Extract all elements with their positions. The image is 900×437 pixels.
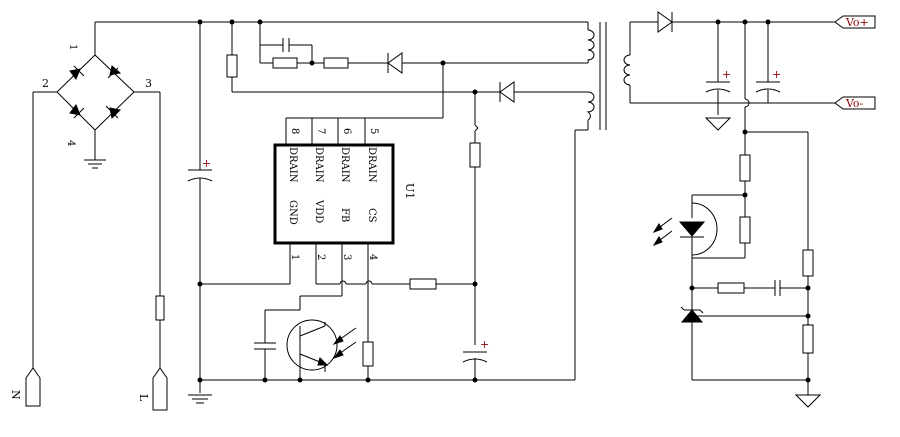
input-line-label: L bbox=[137, 394, 150, 402]
output-positive-connector bbox=[834, 15, 876, 29]
snubber-network bbox=[226, 22, 588, 119]
ic-pin-8-number: 8 bbox=[289, 128, 300, 134]
bridge-pin-1: 1 bbox=[67, 44, 78, 50]
ic-pin-4-number: 4 bbox=[367, 254, 378, 260]
ic-pin-6-name: DRAIN bbox=[339, 147, 350, 183]
secondary-ground-icon bbox=[794, 394, 822, 408]
ic-pin-8-name: DRAIN bbox=[287, 147, 298, 183]
feedback-network bbox=[652, 154, 822, 408]
ic-ref-label: U1 bbox=[403, 183, 416, 199]
out-cap2-polarity: + bbox=[772, 68, 781, 81]
input-neutral-label: N bbox=[9, 390, 22, 400]
ic-pin-1-name: GND bbox=[287, 200, 298, 225]
primary-ground-icon bbox=[188, 394, 212, 404]
bridge-pin-3: 3 bbox=[145, 77, 152, 90]
ic-pin-6-number: 6 bbox=[341, 128, 352, 134]
secondary-output: + + Vo+ Vo- bbox=[630, 11, 876, 250]
ic-u1: 8 7 6 5 DRAIN DRAIN DRAIN DRAIN GND VDD … bbox=[273, 118, 416, 284]
out-cap1-polarity: + bbox=[722, 68, 731, 81]
ic-pin-7-name: DRAIN bbox=[313, 147, 324, 183]
ic-pin-1-number: 1 bbox=[289, 254, 300, 260]
ic-pin-2-number: 2 bbox=[315, 254, 326, 260]
output-negative-connector bbox=[834, 96, 876, 110]
output-negative-label: Vo- bbox=[845, 97, 864, 110]
bulk-capacitor: + bbox=[187, 22, 213, 383]
bridge-ground-icon bbox=[84, 159, 106, 169]
bridge-pin-4: 4 bbox=[65, 140, 76, 146]
ic-pin-3-number: 3 bbox=[341, 254, 352, 260]
output-positive-label: Vo+ bbox=[845, 16, 869, 29]
hv-rail bbox=[95, 19, 588, 25]
ac-input-line: L bbox=[137, 92, 168, 411]
transformer bbox=[575, 22, 835, 131]
ic-pin-7-number: 7 bbox=[315, 128, 326, 134]
optocoupler-receive-arrows-icon bbox=[332, 327, 357, 359]
primary-control-wiring bbox=[200, 278, 475, 380]
ac-input-neutral: N bbox=[9, 92, 41, 407]
bulk-cap-polarity: + bbox=[202, 157, 211, 170]
ic-pin-4-name: CS bbox=[366, 208, 377, 223]
aux-supply: + bbox=[462, 81, 588, 380]
bridge-pin-2: 2 bbox=[42, 77, 49, 90]
ic-pin-3-name: FB bbox=[339, 208, 350, 222]
ic-pin-2-name: VDD bbox=[313, 199, 324, 223]
optocoupler-emit-arrows-icon bbox=[652, 217, 673, 246]
bridge-rectifier: 1 2 3 4 bbox=[33, 22, 160, 169]
ic-pin-5-number: 5 bbox=[368, 128, 379, 134]
ic-pin-5-name: DRAIN bbox=[366, 147, 377, 183]
vdd-cap-polarity: + bbox=[480, 338, 489, 351]
